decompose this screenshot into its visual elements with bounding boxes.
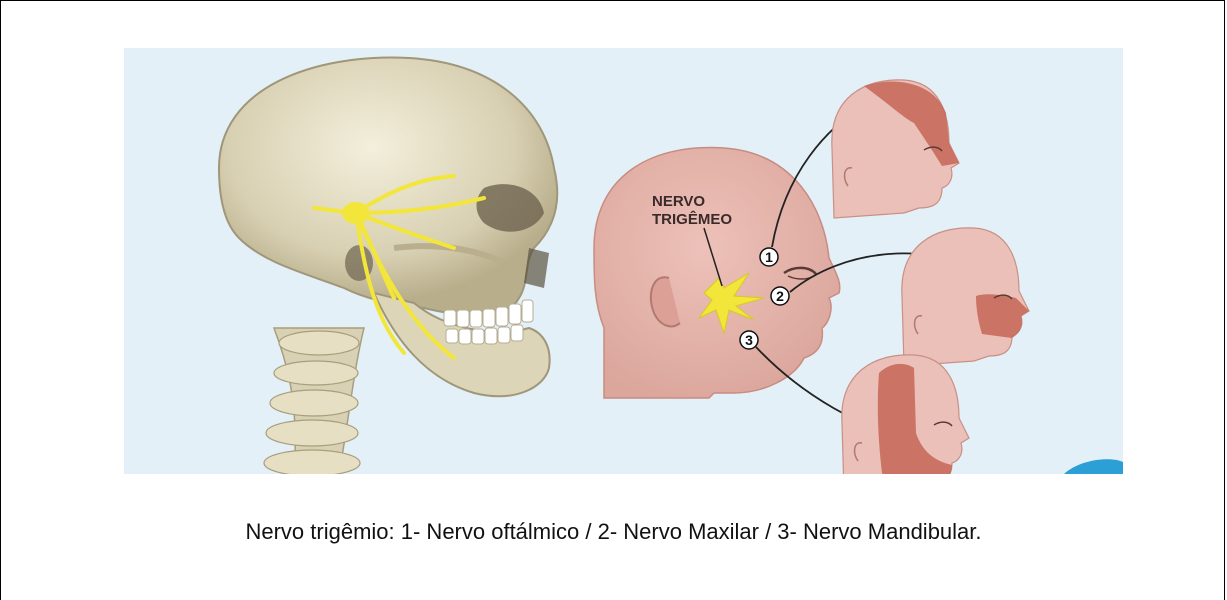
- ganglion-skull: [342, 202, 370, 224]
- head-maxillary-region: [902, 228, 1029, 366]
- nerve-label-line2: TRIGÊMEO: [652, 210, 732, 228]
- figure-caption: Nervo trigêmio: 1- Nervo oftálmico / 2- …: [0, 519, 1227, 545]
- trigeminal-nerve-illustration: NERVO TRIGÊMEO 1 2 3: [124, 48, 1123, 474]
- skull-illustration: [219, 58, 557, 474]
- head-ophthalmic-region: [832, 80, 959, 218]
- branch-number-3: 3: [745, 332, 753, 348]
- branch-number-2: 2: [776, 288, 784, 304]
- head-mandibular-region: [842, 355, 969, 474]
- nerve-label-line1: NERVO: [652, 193, 705, 210]
- illustration-svg: NERVO TRIGÊMEO 1 2 3: [124, 48, 1123, 474]
- branch-number-1: 1: [765, 249, 773, 265]
- corner-badge: [1064, 459, 1123, 474]
